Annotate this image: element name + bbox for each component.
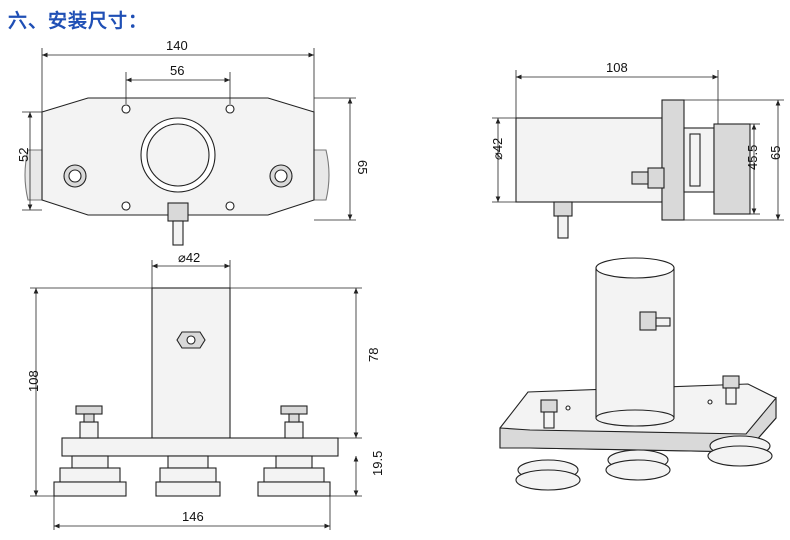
front-view: ⌀42 78 108 19.5 146 <box>26 250 385 530</box>
dim-hole-spacing: 56 <box>170 63 184 78</box>
top-view: 140 56 52 65 <box>16 38 370 246</box>
dim-top-width: 140 <box>166 38 188 53</box>
dim-side-length: 108 <box>606 60 628 75</box>
dim-height-left: 52 <box>16 148 31 162</box>
dim-front-column: 78 <box>366 348 381 362</box>
dim-front-wheel: 19.5 <box>370 451 385 476</box>
dim-front-total: 108 <box>26 370 41 392</box>
side-view: 108 ⌀42 45.5 65 <box>490 60 784 239</box>
dim-side-height: 65 <box>768 146 783 160</box>
dim-side-diameter: ⌀42 <box>490 138 505 160</box>
section-heading: 六、安装尺寸： <box>8 10 149 32</box>
dim-front-diameter: ⌀42 <box>178 250 200 265</box>
dim-height-right: 65 <box>355 160 370 174</box>
isometric-view <box>499 257 777 491</box>
dim-front-width: 146 <box>182 509 204 524</box>
dim-side-inner: 45.5 <box>745 145 760 170</box>
